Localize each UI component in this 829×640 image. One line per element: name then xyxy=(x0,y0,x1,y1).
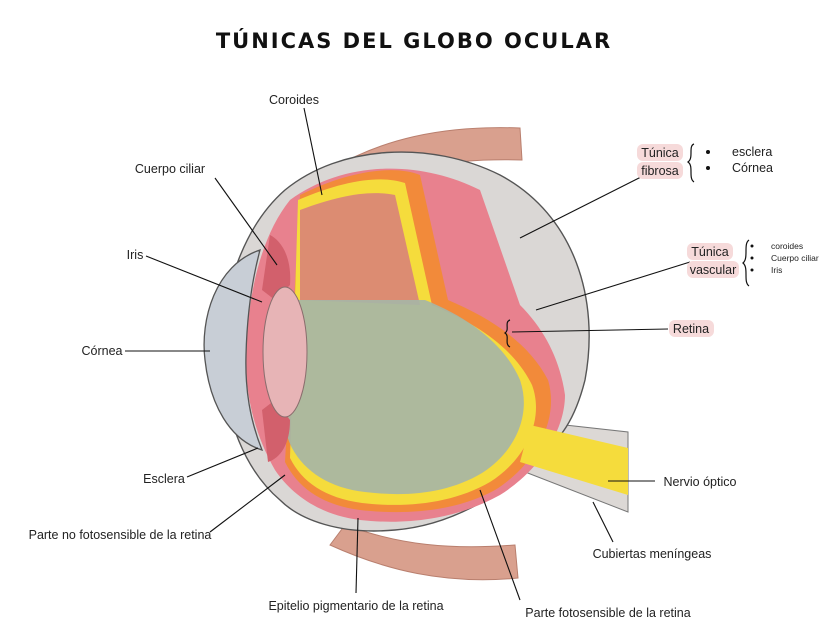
label-epitelio-pigmentario: Epitelio pigmentario de la retina xyxy=(268,599,443,613)
label-cornea: Córnea xyxy=(82,344,123,358)
tunica-vascular-bullet-3 xyxy=(751,269,754,272)
label-retina: Retina xyxy=(673,322,709,336)
label-iris: Iris xyxy=(127,248,144,262)
leader-cubiertas xyxy=(593,502,613,542)
eye-illustration xyxy=(204,128,628,580)
tunica-fibrosa-item-2: Córnea xyxy=(732,161,773,175)
leader-parte-no-fotosensible xyxy=(210,475,285,532)
tunica-fibrosa-item-1: esclera xyxy=(732,145,772,159)
tunica-vascular-item-3: Iris xyxy=(771,265,782,275)
label-cubiertas-meningeas: Cubiertas meníngeas xyxy=(593,547,712,561)
label-coroides: Coroides xyxy=(269,93,319,107)
muscle-bottom xyxy=(330,525,518,580)
tunica-vascular-item-1: coroides xyxy=(771,241,803,251)
leader-esclera xyxy=(187,448,258,477)
tunica-vascular-bullet-2 xyxy=(751,257,754,260)
tunica-fibrosa-bullet-1 xyxy=(706,150,710,154)
tunica-fibrosa-line2: fibrosa xyxy=(641,164,679,178)
tunica-fibrosa-brace xyxy=(688,144,694,182)
tunica-vascular-item-2: Cuerpo ciliar xyxy=(771,253,819,263)
tunica-vascular-brace xyxy=(743,240,749,286)
label-parte-no-fotosensible: Parte no fotosensible de la retina xyxy=(29,528,212,542)
lens-shape xyxy=(263,287,307,417)
label-parte-fotosensible: Parte fotosensible de la retina xyxy=(525,606,690,620)
tunica-vascular-line1: Túnica xyxy=(691,245,729,259)
label-cuerpo-ciliar: Cuerpo ciliar xyxy=(135,162,205,176)
tunica-vascular-bullet-1 xyxy=(751,245,754,248)
label-nervio-optico: Nervio óptico xyxy=(664,475,737,489)
tunica-fibrosa-bullet-2 xyxy=(706,166,710,170)
tunica-fibrosa-line1: Túnica xyxy=(641,146,679,160)
tunica-vascular-line2: vascular xyxy=(690,263,737,277)
diagram-title: TÚNICAS DEL GLOBO OCULAR xyxy=(216,28,612,53)
label-esclera: Esclera xyxy=(143,472,185,486)
